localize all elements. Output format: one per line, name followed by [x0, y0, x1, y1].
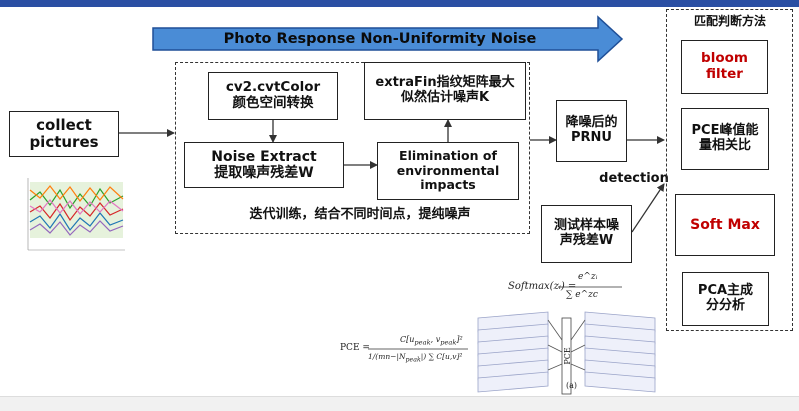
softmax-formula-numerator: e^zᵢ: [578, 272, 598, 282]
nn-layers-figure: [477, 311, 656, 395]
cvtcolor-label-cn: 颜色空间转换: [232, 95, 314, 111]
method-pca[interactable]: PCA主成分分析: [682, 272, 769, 326]
detection-label: detection: [599, 171, 669, 186]
test-sample-box[interactable]: 测试样本噪声残差W: [541, 205, 632, 263]
top-accent-bar: [0, 0, 799, 7]
iteration-caption: 迭代训练，结合不同时间点，提纯噪声: [249, 207, 471, 222]
collect-pictures-label: collect pictures: [29, 115, 99, 151]
collect-pictures-box[interactable]: collect pictures: [9, 111, 119, 157]
method-bloom-filter[interactable]: bloom filter: [681, 40, 768, 94]
noise-extract-box[interactable]: Noise Extract 提取噪声残差W: [184, 142, 344, 188]
methods-title: 匹配判断方法: [693, 14, 766, 28]
banner-arrow: [152, 15, 624, 63]
elimination-box[interactable]: Elimination of environmental impacts: [377, 142, 519, 200]
training-process-group: [175, 62, 530, 234]
softmax-formula-denominator: ∑ e^zc: [566, 290, 598, 300]
extrafin-label: extraFin指纹矩阵最大似然估计噪声K: [375, 75, 515, 105]
cvtcolor-box[interactable]: cv2.cvtColor 颜色空间转换: [208, 72, 338, 120]
nn-pce-label: PCE: [563, 347, 572, 365]
noise-extract-label-cn: 提取噪声残差W: [214, 165, 314, 181]
denoised-prnu-box[interactable]: 降噪后的PRNU: [556, 100, 627, 162]
cvtcolor-label-en: cv2.cvtColor: [225, 79, 321, 96]
method-softmax[interactable]: Soft Max: [675, 194, 775, 256]
softmax-formula-lhs: Softmax(zᵢ) =: [508, 281, 577, 292]
method-bloom-label: bloom filter: [701, 50, 748, 82]
method-pce[interactable]: PCE峰值能量相关比: [681, 108, 769, 170]
matching-methods-panel: [666, 9, 793, 331]
test-sample-label: 测试样本噪声残差W: [553, 218, 619, 248]
pce-formula-denominator: 1/(mn−|Npeak|) ∑ C[u,v]²: [368, 352, 463, 364]
banner-label: Photo Response Non-Uniformity Noise: [223, 31, 537, 47]
method-softmax-label: Soft Max: [690, 216, 760, 233]
extrafin-box[interactable]: extraFin指纹矩阵最大似然估计噪声K: [364, 62, 526, 120]
denoised-prnu-label: 降噪后的PRNU: [565, 115, 618, 145]
arrow-test-to-detection: [631, 183, 665, 233]
elimination-label: Elimination of environmental impacts: [396, 148, 500, 193]
method-pce-label: PCE峰值能量相关比: [691, 123, 759, 153]
method-pca-label: PCA主成分分析: [697, 283, 754, 313]
noise-traces-thumbnail: [27, 178, 125, 251]
pce-formula-numerator: C[upeak, vpeak]²: [400, 335, 463, 347]
bottom-bar: [0, 396, 799, 411]
nn-caption: (a): [566, 381, 577, 390]
pce-formula-lhs: PCE =: [340, 343, 370, 353]
noise-extract-label-en: Noise Extract: [211, 148, 317, 165]
